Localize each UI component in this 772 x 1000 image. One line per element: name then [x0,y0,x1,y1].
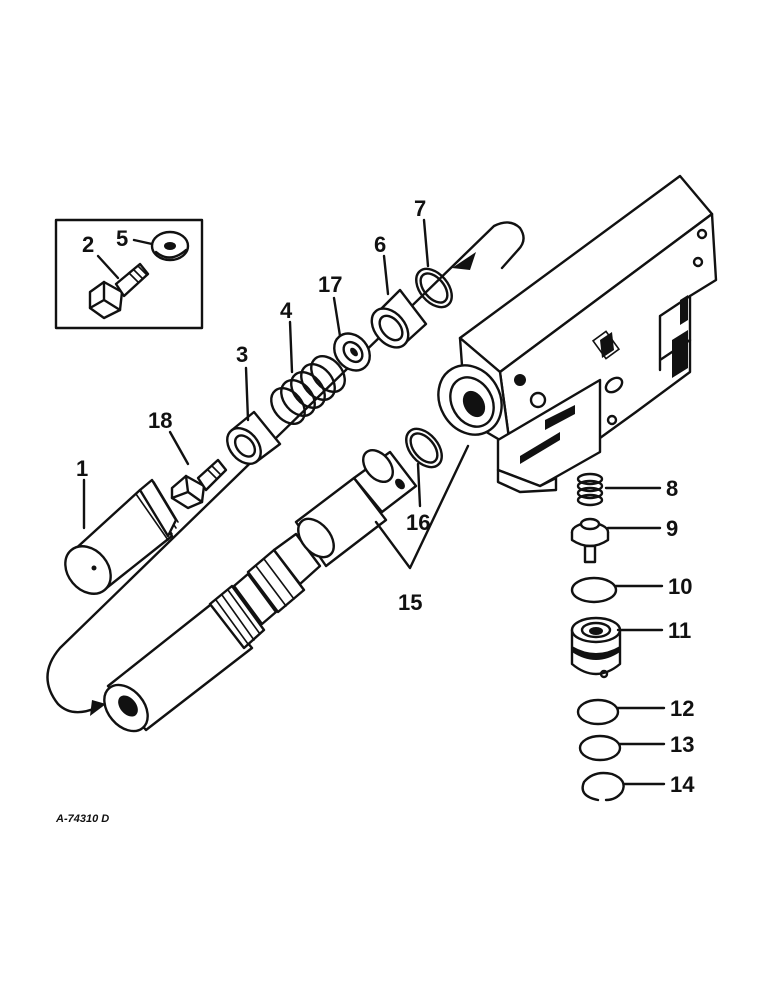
callout-13: 13 [670,732,694,757]
callout-6: 6 [374,232,386,257]
valve-body [437,174,718,494]
callout-11: 11 [668,618,691,643]
callout-5: 5 [116,226,128,251]
drawing-reference: A-74310 D [55,813,109,825]
callout-14: 14 [670,772,695,797]
callout-18: 18 [148,408,172,433]
spool-part-15 [103,449,418,733]
callout-3: 3 [236,342,248,367]
callout-10: 10 [668,574,692,599]
sleeve-part-3 [226,410,282,465]
callout-2: 2 [82,232,94,257]
oring-part-12 [576,698,620,726]
callout-12: 12 [670,696,694,721]
poppet-part-9 [570,517,610,564]
oring-part-10 [570,576,618,604]
callout-1: 1 [76,456,88,481]
callout-labels: 1 2 3 4 5 6 7 8 9 10 11 12 13 14 15 16 1… [76,196,695,797]
inset-box [54,218,204,330]
callout-7: 7 [414,196,426,221]
plug-part-1 [64,478,179,595]
bolt-part-18 [170,458,228,510]
callout-17: 17 [318,272,342,297]
callout-8: 8 [666,476,678,501]
callout-16: 16 [406,510,430,535]
oring-part-7 [415,267,453,309]
flow-path-loop [46,221,525,716]
washer-part-5 [150,230,190,262]
bushing-part-6 [370,288,428,349]
seat-part-17 [333,332,371,372]
oring-part-16 [405,427,443,469]
oring-part-13 [578,734,622,762]
snap-ring-part-14 [581,771,625,802]
callout-9: 9 [666,516,678,541]
spring-part-8 [576,472,604,507]
callout-15: 15 [398,590,422,615]
spring-part-4 [270,355,346,425]
seat-part-11 [570,616,622,679]
leader-lines [82,218,666,786]
bolt-part-2 [88,262,150,320]
callout-4: 4 [280,298,293,323]
